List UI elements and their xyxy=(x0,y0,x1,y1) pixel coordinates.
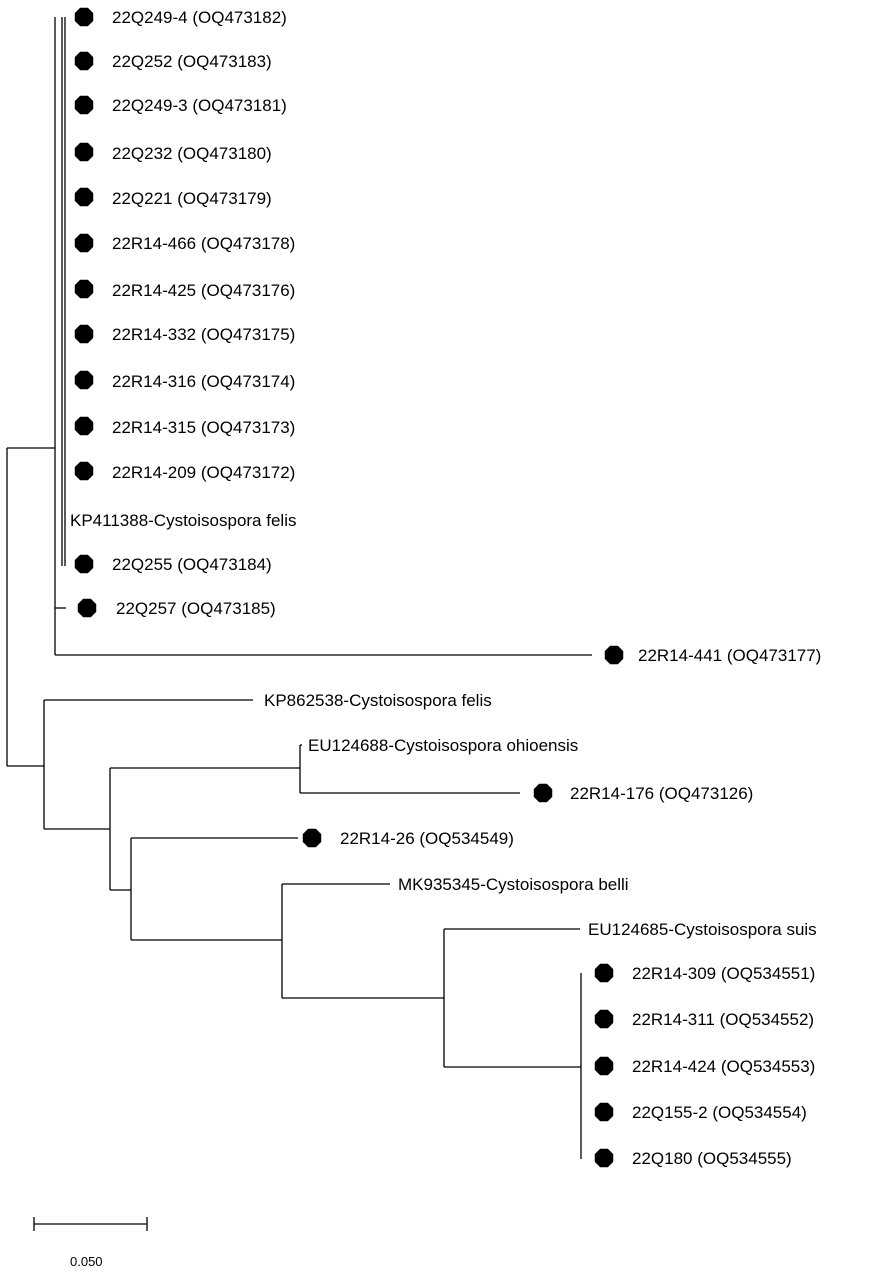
octagon-marker-icon-22q221 xyxy=(74,187,94,207)
octagon-marker-icon-22r14-316 xyxy=(74,370,94,390)
leaf-label-22r14-332: 22R14-332 (OQ473175) xyxy=(112,325,295,344)
octagon-marker-icon-22r14-309 xyxy=(594,963,614,983)
leaf-label-22r14-309: 22R14-309 (OQ534551) xyxy=(632,964,815,983)
octagon-marker-icon-22q252 xyxy=(74,51,94,71)
octagon-marker-icon-22r14-311 xyxy=(594,1009,614,1029)
octagon-marker-icon-22r14-332 xyxy=(74,324,94,344)
octagon-marker-icon-22r14-424 xyxy=(594,1056,614,1076)
leaf-label-22q180: 22Q180 (OQ534555) xyxy=(632,1149,792,1168)
octagon-marker-icon-22r14-209 xyxy=(74,461,94,481)
octagon-marker-icon-22q232 xyxy=(74,142,94,162)
octagon-marker-icon-22q249-4 xyxy=(74,7,94,27)
octagon-marker-icon-22q180 xyxy=(594,1148,614,1168)
leaf-label-22r14-26: 22R14-26 (OQ534549) xyxy=(340,829,514,848)
leaf-label-22q249-3: 22Q249-3 (OQ473181) xyxy=(112,96,287,115)
octagon-marker-icon-22r14-315 xyxy=(74,416,94,436)
octagon-marker-icon-22r14-26 xyxy=(302,828,322,848)
leaf-label-22q232: 22Q232 (OQ473180) xyxy=(112,144,272,163)
leaf-label-22q249-4: 22Q249-4 (OQ473182) xyxy=(112,8,287,27)
scale-bar: 0.050 xyxy=(33,1217,148,1269)
leaf-label-eu124688: EU124688-Cystoisospora ohioensis xyxy=(308,736,578,755)
leaf-label-22r14-441: 22R14-441 (OQ473177) xyxy=(638,646,821,665)
leaf-label-22r14-424: 22R14-424 (OQ534553) xyxy=(632,1057,815,1076)
marker-group xyxy=(74,7,624,1168)
leaf-label-22r14-466: 22R14-466 (OQ473178) xyxy=(112,234,295,253)
leaf-label-eu124685: EU124685-Cystoisospora suis xyxy=(588,920,817,939)
leaf-label-kp411388: KP411388-Cystoisospora felis xyxy=(70,511,296,530)
leaf-label-22r14-209: 22R14-209 (OQ473172) xyxy=(112,463,295,482)
octagon-marker-icon-22r14-176 xyxy=(533,783,553,803)
octagon-marker-icon-22q257 xyxy=(77,598,97,618)
leaf-label-22r14-311: 22R14-311 (OQ534552) xyxy=(632,1010,814,1029)
leaf-label-22q221: 22Q221 (OQ473179) xyxy=(112,189,272,208)
leaf-label-kp862538: KP862538-Cystoisospora felis xyxy=(264,691,492,710)
leaf-label-22r14-315: 22R14-315 (OQ473173) xyxy=(112,418,295,437)
leaf-label-22r14-316: 22R14-316 (OQ473174) xyxy=(112,372,295,391)
scale-bar-label: 0.050 xyxy=(70,1254,103,1269)
octagon-marker-icon-22q155-2 xyxy=(594,1102,614,1122)
leaf-label-22q155-2: 22Q155-2 (OQ534554) xyxy=(632,1103,807,1122)
octagon-marker-icon-22q255 xyxy=(74,554,94,574)
octagon-marker-icon-22r14-425 xyxy=(74,279,94,299)
leaf-label-22r14-425: 22R14-425 (OQ473176) xyxy=(112,281,295,300)
leaf-label-22q252: 22Q252 (OQ473183) xyxy=(112,52,272,71)
leaf-label-22r14-176: 22R14-176 (OQ473126) xyxy=(570,784,753,803)
octagon-marker-icon-22r14-441 xyxy=(604,645,624,665)
octagon-marker-icon-22q249-3 xyxy=(74,95,94,115)
leaf-label-22q257: 22Q257 (OQ473185) xyxy=(116,599,276,618)
leaf-label-22q255: 22Q255 (OQ473184) xyxy=(112,555,272,574)
octagon-marker-icon-22r14-466 xyxy=(74,233,94,253)
leaf-label-mk935345: MK935345-Cystoisospora belli xyxy=(398,875,629,894)
